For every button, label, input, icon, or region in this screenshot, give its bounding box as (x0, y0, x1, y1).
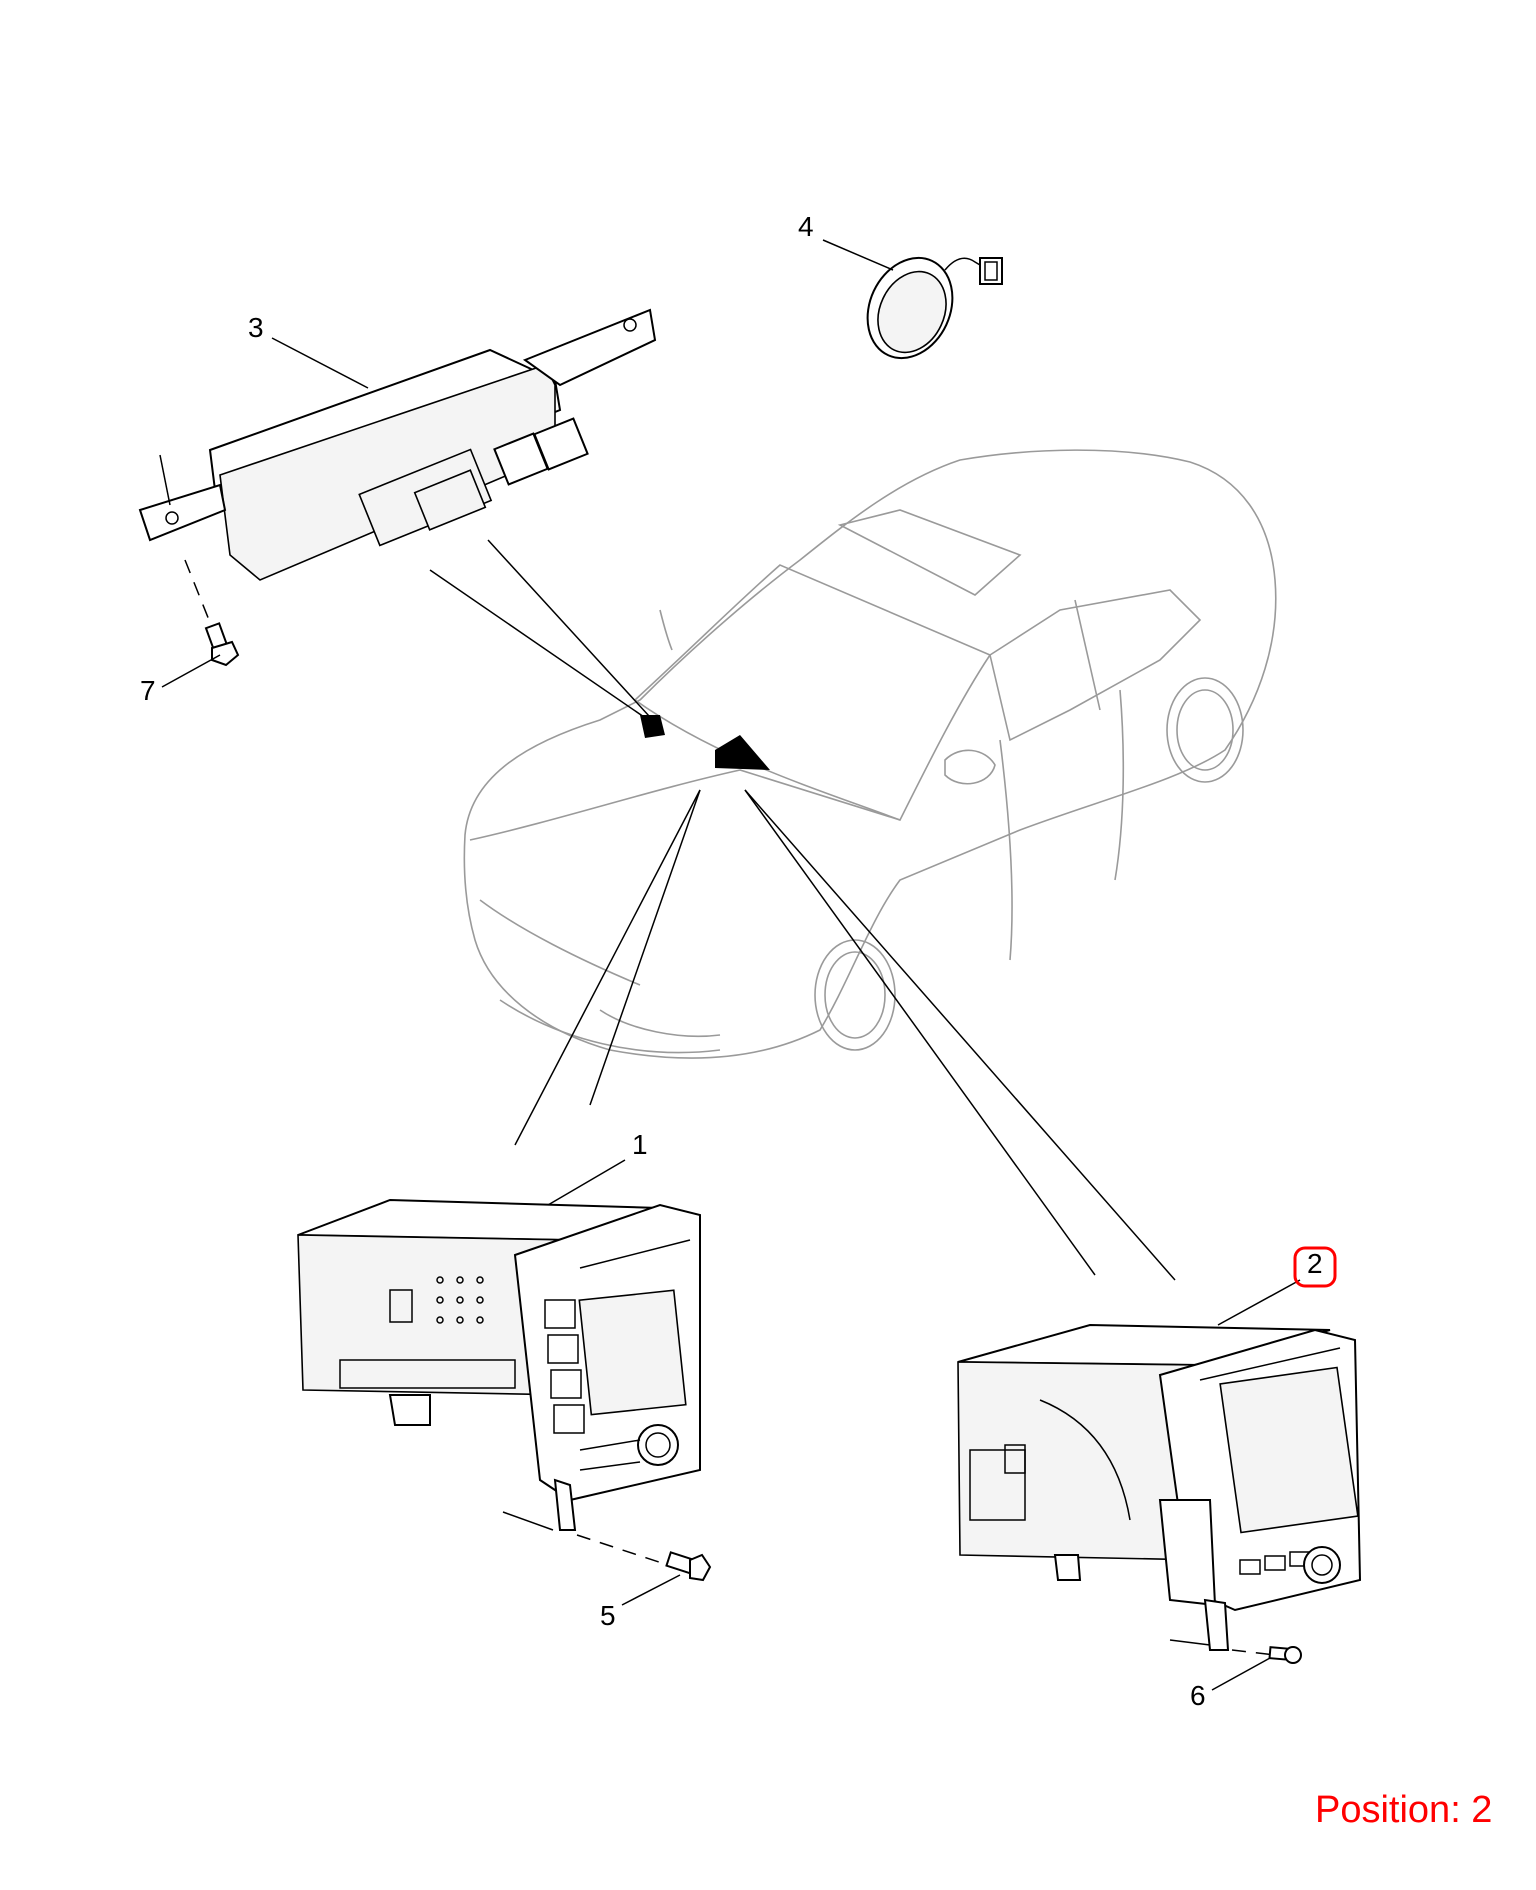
part-2-head-unit (957, 1323, 1362, 1664)
position-label: Position: 2 (1315, 1789, 1492, 1831)
leader-lines (429, 539, 1176, 1281)
selected-callout-highlight (1293, 1246, 1337, 1288)
part-1-head-unit (297, 1198, 712, 1582)
callout-5[interactable]: 5 (600, 1600, 616, 1631)
vehicle-illustration (463, 449, 1277, 1059)
callout-labels: 1 2 3 4 5 6 7 (140, 211, 1323, 1711)
callout-leaders (161, 239, 1301, 1691)
part-4-sensor (866, 256, 1003, 360)
part-3-control-module (138, 308, 657, 667)
callout-3[interactable]: 3 (248, 312, 264, 343)
callout-1[interactable]: 1 (632, 1129, 648, 1160)
callout-2[interactable]: 2 (1307, 1248, 1323, 1279)
callout-4[interactable]: 4 (798, 211, 814, 242)
vent-holes (436, 1276, 484, 1324)
callout-6[interactable]: 6 (1190, 1680, 1206, 1711)
callout-7[interactable]: 7 (140, 675, 156, 706)
